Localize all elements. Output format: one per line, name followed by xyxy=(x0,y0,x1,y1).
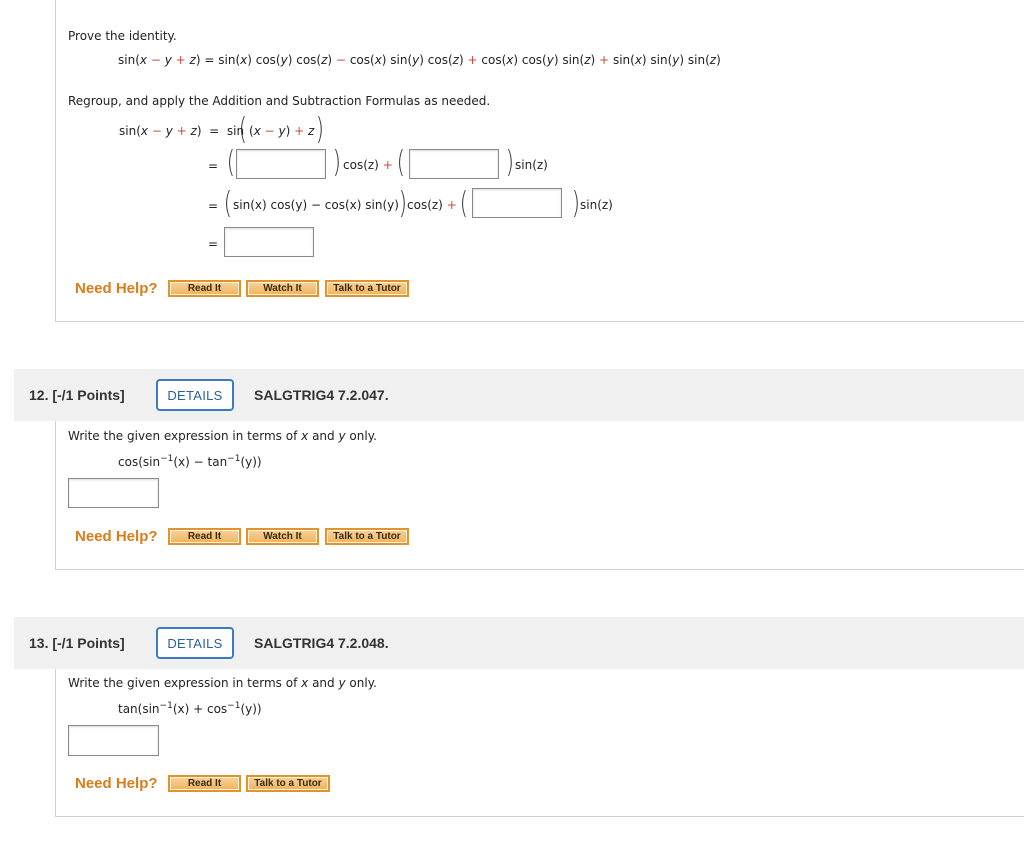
q11-step1-equals: = xyxy=(208,159,219,173)
q13-source: SALGTRIG4 7.2.048. xyxy=(254,635,389,651)
q11-step2-paren-open-b: ( xyxy=(459,186,468,221)
q11-step3-equals: = xyxy=(208,237,219,251)
q11-step2-paren-open: ( xyxy=(223,186,232,221)
q13-expression: tan(sin−1(x) + cos−1(y)) xyxy=(118,701,262,716)
q11-step0-close-paren: ) xyxy=(315,112,324,147)
q11-identity: sin(x − y + z) = sin(x) cos(y) cos(z) − … xyxy=(118,53,721,67)
q11-step1-input-b[interactable] xyxy=(409,149,499,179)
q12-need-help: Need Help? xyxy=(75,528,158,545)
q11-step2-cos-z: cos(z) + xyxy=(407,198,457,212)
q12-prompt: Write the given expression in terms of x… xyxy=(68,429,377,443)
question-12-panel xyxy=(55,421,1024,570)
q11-step2-group: sin(x) cos(y) − cos(x) sin(y) xyxy=(233,198,399,212)
q13-points: 13. [-/1 Points] xyxy=(29,635,125,651)
q11-step1-paren-close-b: ) xyxy=(505,145,514,180)
q12-source: SALGTRIG4 7.2.047. xyxy=(254,387,389,403)
q12-talk-to-tutor-button[interactable]: Talk to a Tutor xyxy=(325,528,409,545)
q11-instruction: Regroup, and apply the Addition and Subt… xyxy=(68,94,491,108)
q11-step2-paren-close-b: ) xyxy=(571,186,580,221)
q11-step0-inner: (x − y) + z xyxy=(249,124,315,138)
q11-step3-input[interactable] xyxy=(224,227,314,257)
q13-read-it-button[interactable]: Read It xyxy=(168,775,241,792)
q11-step1-sin-z: sin(z) xyxy=(515,158,548,172)
q11-step1-input-a[interactable] xyxy=(236,149,326,179)
q11-step2-input[interactable] xyxy=(472,188,562,218)
q11-read-it-button[interactable]: Read It xyxy=(168,280,241,297)
q11-step2-paren-close: ) xyxy=(398,186,407,221)
q13-answer-input[interactable] xyxy=(68,725,159,756)
q11-step2-equals: = xyxy=(208,199,219,213)
q11-step2-sin-z: sin(z) xyxy=(580,198,613,212)
q13-details-button[interactable]: DETAILS xyxy=(156,627,234,659)
q11-step0-open-paren: ( xyxy=(238,112,247,147)
q11-step1-cos-z: cos(z) + xyxy=(343,158,393,172)
q13-talk-to-tutor-button[interactable]: Talk to a Tutor xyxy=(246,775,330,792)
question-13-panel xyxy=(55,669,1024,817)
q13-prompt: Write the given expression in terms of x… xyxy=(68,676,377,690)
q11-prompt: Prove the identity. xyxy=(68,29,177,43)
q11-step1-paren-close-a: ) xyxy=(332,145,341,180)
q12-read-it-button[interactable]: Read It xyxy=(168,528,241,545)
question-11-panel xyxy=(55,0,1024,322)
q11-talk-to-tutor-button[interactable]: Talk to a Tutor xyxy=(325,280,409,297)
q11-step1-paren-open-b: ( xyxy=(396,145,405,180)
q12-points: 12. [-/1 Points] xyxy=(29,387,125,403)
q11-need-help: Need Help? xyxy=(75,280,158,297)
q11-watch-it-button[interactable]: Watch It xyxy=(246,280,319,297)
q12-details-button[interactable]: DETAILS xyxy=(156,379,234,411)
q12-answer-input[interactable] xyxy=(68,478,159,508)
q13-need-help: Need Help? xyxy=(75,775,158,792)
q12-watch-it-button[interactable]: Watch It xyxy=(246,528,319,545)
q12-expression: cos(sin−1(x) − tan−1(y)) xyxy=(118,454,262,469)
q11-step0-lhs: sin(x − y + z) = sin xyxy=(119,124,245,138)
q11-step1-paren-open-a: ( xyxy=(226,145,235,180)
